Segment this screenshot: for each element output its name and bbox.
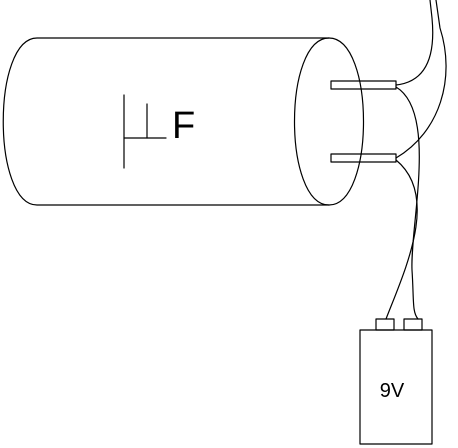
capacitor-terminal-top — [330, 80, 397, 90]
battery-body — [359, 329, 433, 445]
wires — [385, 0, 447, 320]
wire-top-upper-loop — [395, 0, 434, 86]
capacitor-terminal-bottom — [330, 153, 397, 163]
unit-label: F — [172, 105, 195, 147]
battery-label: 9V — [380, 380, 405, 402]
battery-terminal-left — [375, 318, 395, 331]
capacitor: F — [2, 37, 397, 206]
wire-bottom-to-battery — [385, 159, 418, 320]
battery-terminal-right — [403, 318, 423, 331]
battery: 9V — [359, 318, 433, 445]
mu-symbol-icon — [123, 94, 167, 169]
wire-bottom-upper-loop — [395, 0, 447, 159]
capacitor-end-cap — [294, 37, 330, 206]
